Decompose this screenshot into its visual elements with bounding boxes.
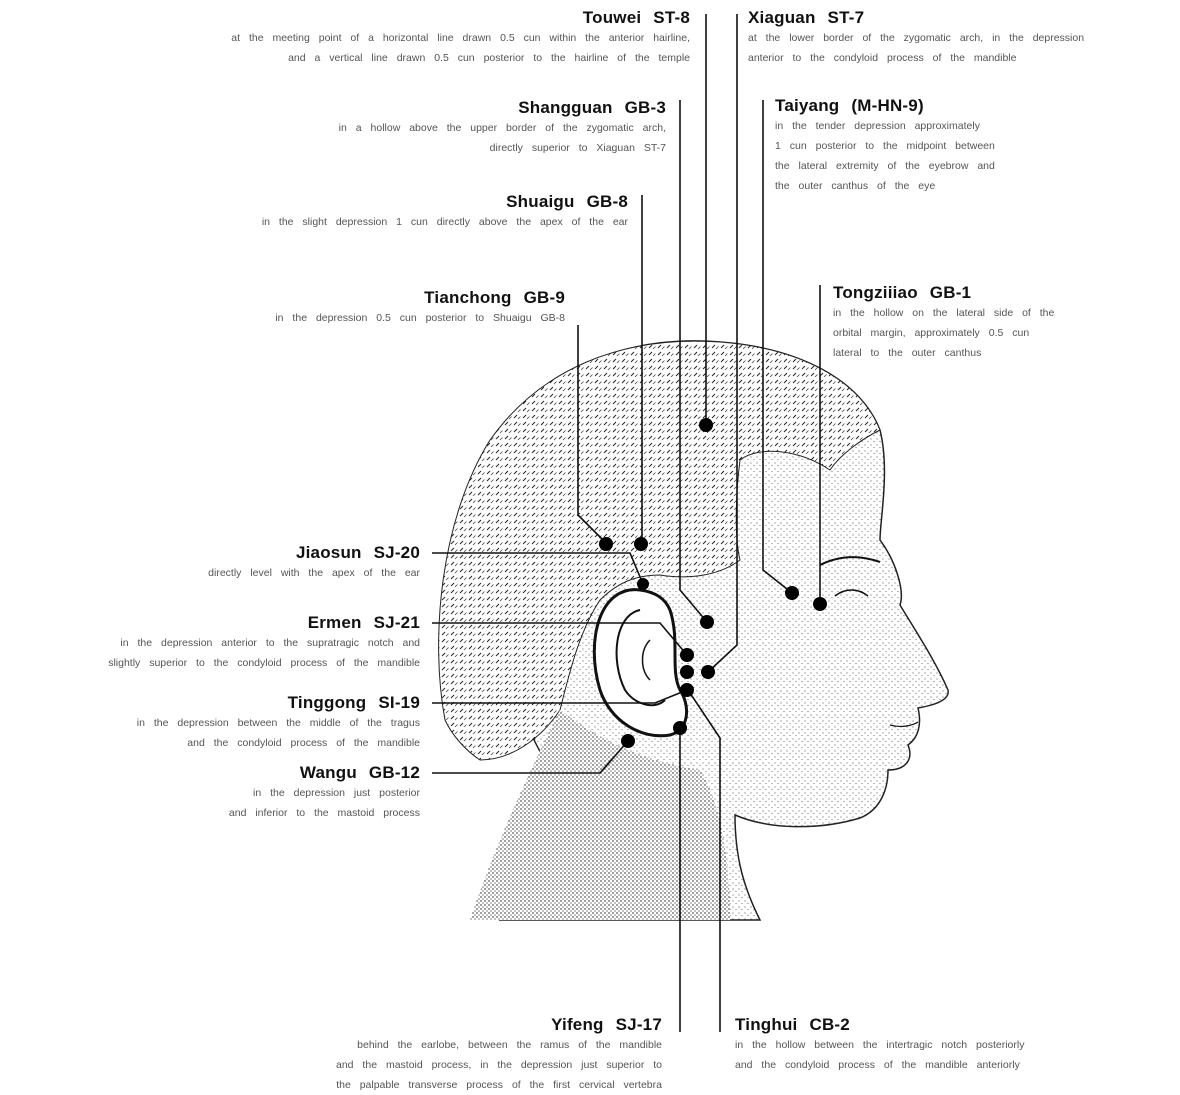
point-name: Shangguan: [518, 98, 612, 117]
point-tongziliao: [813, 597, 827, 611]
point-code: (M-HN-9): [851, 96, 923, 115]
point-code: ST-7: [828, 8, 865, 27]
point-desc: behind the earlobe, between the ramus of…: [200, 1035, 662, 1055]
label-tianchong: Tianchong GB-9 in the depression 0.5 cun …: [150, 288, 565, 328]
point-touwei: [699, 418, 713, 432]
label-yifeng: Yifeng SJ-17 behind the earlobe, between …: [200, 1015, 662, 1095]
point-code: GB-12: [369, 763, 420, 782]
point-tianchong: [637, 578, 649, 590]
point-code: SJ-20: [374, 543, 420, 562]
point-desc: in the tender depression approximately: [775, 116, 1075, 136]
point-desc: the palpable transverse process of the f…: [200, 1075, 662, 1095]
point-xiaguan: [701, 665, 715, 679]
point-name: Xiaguan: [748, 8, 816, 27]
point-desc: orbital margin, approximately 0.5 cun: [833, 323, 1133, 343]
point-name: Taiyang: [775, 96, 839, 115]
point-desc: in a hollow above the upper border of th…: [200, 118, 666, 138]
point-desc: slightly superior to the condyloid proce…: [6, 653, 420, 673]
point-name: Yifeng: [551, 1015, 604, 1034]
point-desc: the outer canthus of the eye: [775, 176, 1075, 196]
point-desc: and the condyloid process of the mandibl…: [40, 733, 420, 753]
label-shangguan: Shangguan GB-3 in a hollow above the uppe…: [200, 98, 666, 158]
point-code: SI-19: [378, 693, 420, 712]
point-taiyang: [785, 586, 799, 600]
label-tinghui: Tinghui CB-2 in the hollow between the in…: [735, 1015, 1155, 1075]
label-tinggong: Tinggong SI-19 in the depression between …: [40, 693, 420, 753]
point-code: GB-9: [524, 288, 565, 307]
point-desc: 1 cun posterior to the midpoint between: [775, 136, 1075, 156]
point-desc: at the lower border of the zygomatic arc…: [748, 28, 1178, 48]
point-code: SJ-17: [616, 1015, 662, 1034]
point-desc: and a vertical line drawn 0.5 cun poster…: [80, 48, 690, 68]
point-desc: and the condyloid process of the mandibl…: [735, 1055, 1155, 1075]
point-code: CB-2: [809, 1015, 849, 1034]
label-xiaguan: Xiaguan ST-7 at the lower border of the z…: [748, 8, 1178, 68]
point-code: GB-3: [625, 98, 666, 117]
point-tinggong: [680, 665, 694, 679]
point-desc: in the depression anterior to the suprat…: [6, 633, 420, 653]
point-ermen: [680, 648, 694, 662]
point-code: ST-8: [653, 8, 690, 27]
point-name: Tianchong: [424, 288, 511, 307]
point-code: GB-1: [930, 283, 971, 302]
label-wangu: Wangu GB-12 in the depression just poster…: [140, 763, 420, 823]
point-tinghui: [680, 683, 694, 697]
point-code: SJ-21: [374, 613, 420, 632]
label-shuaigu: Shuaigu GB-8 in the slight depression 1 c…: [120, 192, 628, 232]
point-name: Shuaigu: [506, 192, 574, 211]
label-ermen: Ermen SJ-21 in the depression anterior to…: [6, 613, 420, 673]
point-shuaigu: [634, 537, 648, 551]
point-name: Tongziiiao: [833, 283, 918, 302]
point-desc: anterior to the condyloid process of the…: [748, 48, 1178, 68]
point-yifeng: [673, 721, 687, 735]
point-desc: and the mastoid process, in the depressi…: [200, 1055, 662, 1075]
point-desc: in the hollow between the intertragic no…: [735, 1035, 1155, 1055]
point-desc: in the depression 0.5 cun posterior to S…: [150, 308, 565, 328]
point-wangu: [621, 734, 635, 748]
point-name: Ermen: [308, 613, 362, 632]
point-desc: at the meeting point of a horizontal lin…: [80, 28, 690, 48]
point-desc: in the slight depression 1 cun directly …: [120, 212, 628, 232]
point-desc: lateral to the outer canthus: [833, 343, 1133, 363]
point-name: Tinggong: [288, 693, 367, 712]
label-taiyang: Taiyang (M-HN-9) in the tender depression…: [775, 96, 1075, 196]
point-desc: in the depression between the middle of …: [40, 713, 420, 733]
point-name: Jiaosun: [296, 543, 362, 562]
label-jiaosun: Jiaosun SJ-20 directly level with the ape…: [100, 543, 420, 583]
point-desc: directly superior to Xiaguan ST-7: [200, 138, 666, 158]
point-code: GB-8: [587, 192, 628, 211]
point-desc: in the depression just posterior: [140, 783, 420, 803]
point-desc: the lateral extremity of the eyebrow and: [775, 156, 1075, 176]
point-desc: directly level with the apex of the ear: [100, 563, 420, 583]
point-shangguan: [700, 615, 714, 629]
point-desc: and inferior to the mastoid process: [140, 803, 420, 823]
label-tongziliao: Tongziiiao GB-1 in the hollow on the late…: [833, 283, 1133, 363]
point-name: Wangu: [300, 763, 357, 782]
point-name: Touwei: [583, 8, 642, 27]
point-name: Tinghui: [735, 1015, 797, 1034]
point-jiaosun: [599, 537, 613, 551]
label-touwei: Touwei ST-8 at the meeting point of a hor…: [80, 8, 690, 68]
point-desc: in the hollow on the lateral side of the: [833, 303, 1133, 323]
